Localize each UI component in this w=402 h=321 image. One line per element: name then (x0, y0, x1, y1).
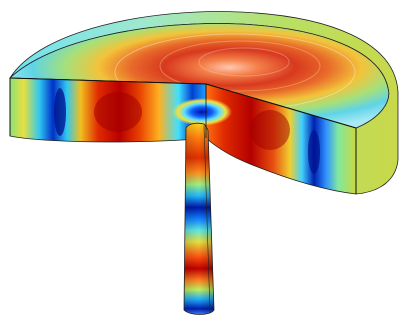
left-face-red-lobe (94, 92, 142, 132)
junction-hotspot (172, 98, 232, 126)
right-face-red-lobe (250, 110, 290, 150)
stem-edge (203, 125, 211, 313)
left-face-blue-lobe (54, 88, 66, 136)
disc-top-surface (9, 23, 390, 129)
right-face-blue-lobe (308, 130, 320, 174)
stem-shading (184, 123, 214, 315)
